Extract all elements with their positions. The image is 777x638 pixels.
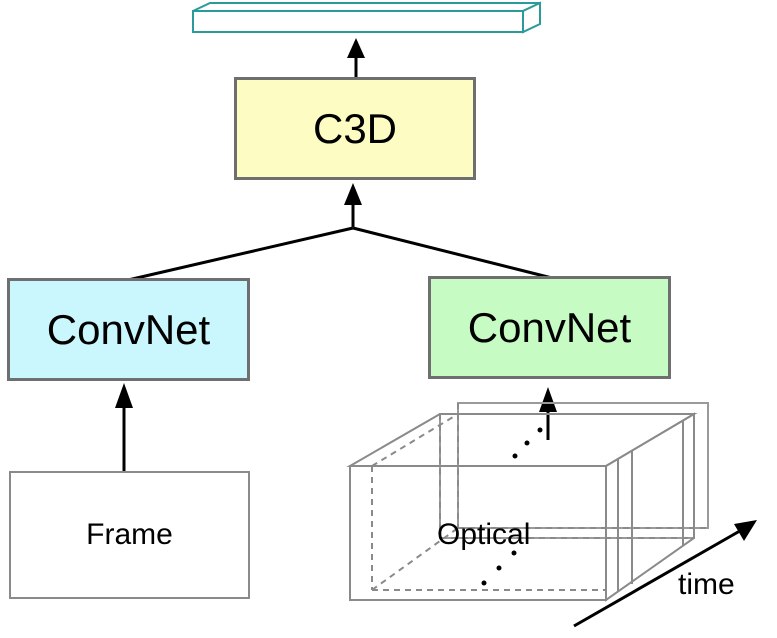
convnet-left-box: ConvNet [7, 278, 250, 381]
frame-label: Frame [86, 518, 173, 551]
merge-line-right [352, 226, 561, 282]
frame-box: Frame [9, 471, 250, 599]
convnet-right-box: ConvNet [428, 276, 671, 379]
ellipsis-dots-bottom [481, 550, 517, 586]
arrowhead-optical-convnet [539, 387, 557, 412]
optical-flow-stack [346, 402, 709, 602]
time-label: time [678, 568, 735, 601]
time-axis-arrow [573, 526, 746, 628]
merge-line-left [127, 226, 354, 282]
arrowhead-junction-c3d [344, 183, 362, 205]
c3d-label: C3D [312, 104, 398, 152]
convnet-left-label: ConvNet [46, 305, 211, 353]
optical-label: Optical [437, 518, 531, 551]
c3d-box: C3D [234, 77, 476, 180]
arrowhead-frame-convnet [115, 383, 133, 408]
output-feature-bar [192, 1, 541, 34]
time-axis-arrowhead [734, 520, 757, 541]
arrowhead-c3d-output [347, 38, 365, 58]
ellipsis-dots-top [512, 427, 543, 459]
convnet-right-label: ConvNet [467, 303, 632, 351]
